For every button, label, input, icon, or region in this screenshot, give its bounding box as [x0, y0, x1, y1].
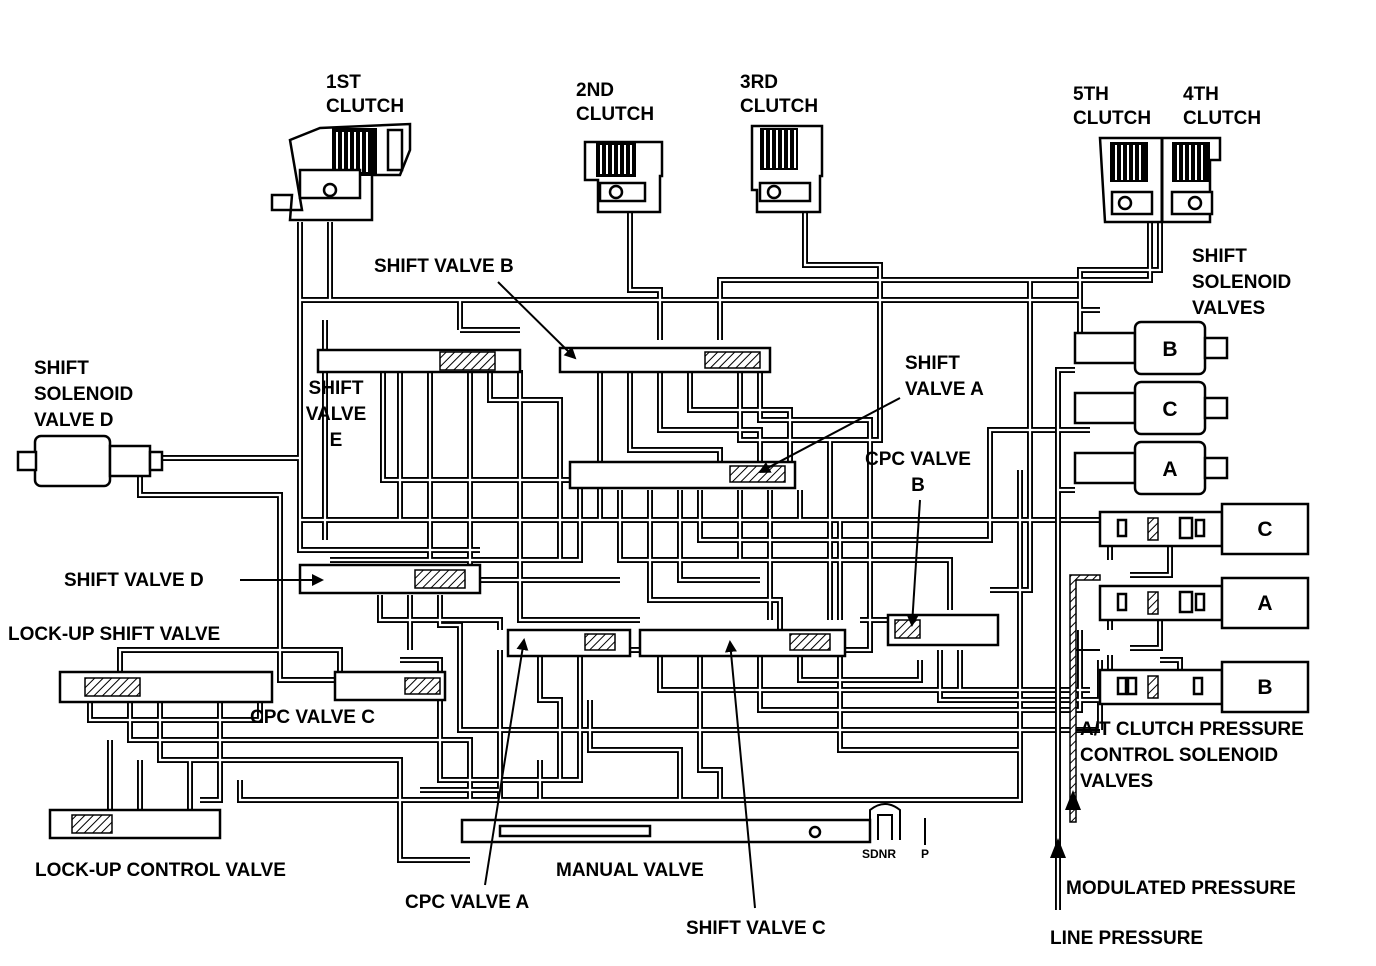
line-pressure-label: LINE PRESSURE	[1050, 928, 1203, 949]
shift-valve-c-label: SHIFT VALVE C	[686, 918, 826, 939]
pressure-solenoid-label-a: A	[1257, 592, 1272, 615]
manual-valve-positions-label: SDNR	[862, 847, 896, 861]
third-clutch-drum	[750, 124, 824, 214]
shift-solenoid-a: A	[1073, 440, 1229, 496]
shift-valve-b-label: SHIFT VALVE B	[374, 256, 514, 277]
shift-solenoid-d-body	[16, 434, 164, 488]
valve-bodies	[48, 346, 1000, 845]
shift-solenoid-c: C	[1073, 380, 1229, 436]
pressure-supply-lines	[1050, 367, 1101, 910]
modulated-pressure-label: MODULATED PRESSURE	[1066, 878, 1296, 899]
solenoid-label-b: B	[1162, 338, 1177, 361]
pressure-solenoid-b: B	[1098, 660, 1310, 714]
cpc-valve-c-label: CPC VALVE C	[250, 707, 375, 728]
manual-valve-label: MANUAL VALVE	[556, 860, 704, 881]
fifth-fourth-clutch-drum	[1098, 136, 1222, 224]
pressure-solenoid-a: A	[1098, 576, 1310, 630]
callout-arrows	[240, 281, 921, 909]
manual-valve-park-label: P	[921, 847, 929, 861]
solenoid-label-a: A	[1162, 458, 1177, 481]
second-clutch-drum	[583, 140, 664, 214]
lock-up-shift-valve-label: LOCK-UP SHIFT VALVE	[8, 624, 220, 645]
shift-valve-d-label: SHIFT VALVE D	[64, 570, 204, 591]
pressure-solenoid-label-b: B	[1257, 676, 1272, 699]
solenoid-label-c: C	[1162, 398, 1177, 421]
cpc-valve-a-label: CPC VALVE A	[405, 892, 529, 913]
shift-solenoid-b: B	[1073, 320, 1229, 376]
pressure-solenoid-c: C	[1098, 502, 1310, 556]
first-clutch-drum	[270, 122, 412, 222]
pressure-solenoid-label-c: C	[1257, 518, 1272, 541]
lock-up-control-valve-label: LOCK-UP CONTROL VALVE	[35, 860, 286, 881]
fluid-passages	[87, 212, 1183, 863]
